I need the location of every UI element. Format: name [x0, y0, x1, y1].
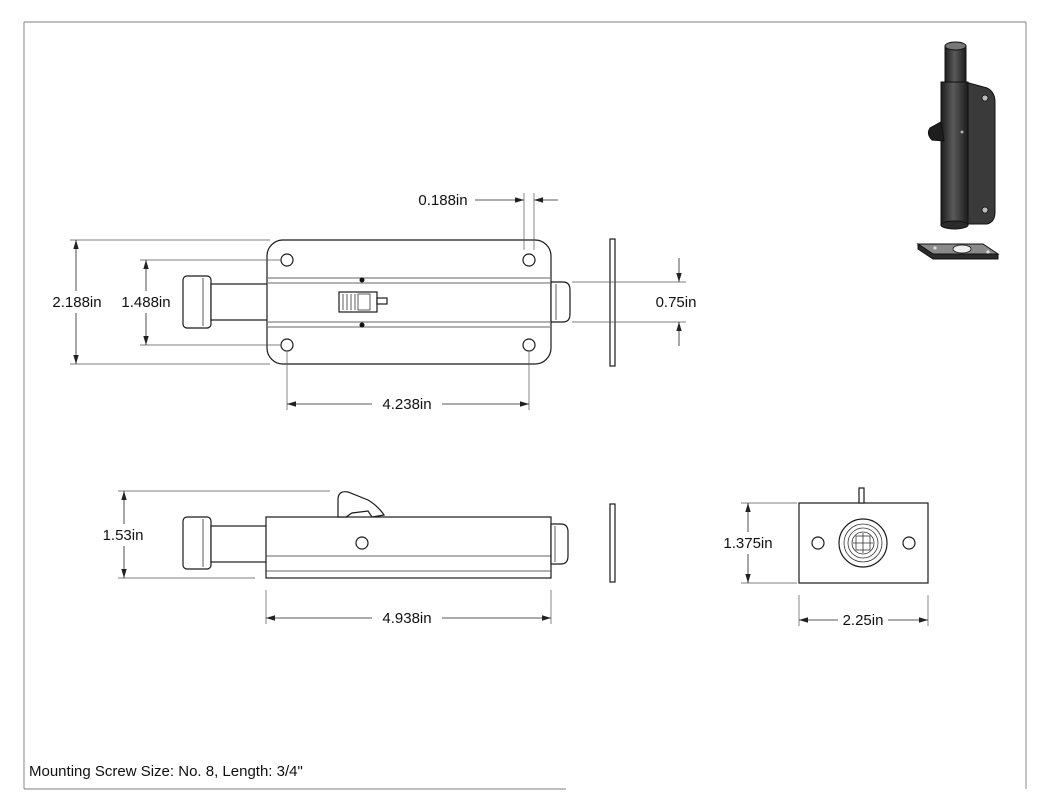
sheet-border	[23, 21, 1027, 790]
dim-end-width: 2.25in	[843, 612, 884, 629]
dim-hole-spacing-vertical: 1.488in	[121, 294, 170, 311]
handle-top	[338, 291, 388, 313]
handle-stub-end	[858, 487, 865, 504]
top-view: 0.188in 2.188in 1.488in 0.75in 4.238in	[52, 192, 696, 413]
bolt-shaft-top	[210, 283, 270, 321]
dim-side-length: 4.938in	[382, 610, 431, 627]
bolt-tip-side	[550, 523, 569, 565]
strike-plate-side	[609, 503, 616, 583]
mount-hole-top-right	[522, 253, 536, 267]
iso-handle	[927, 121, 945, 142]
dim-hole-spacing-horizontal: 4.238in	[382, 396, 431, 413]
bolt-tip-top	[550, 281, 571, 323]
side-view: 1.53in 4.938in	[103, 490, 616, 627]
base-plate-top	[266, 239, 552, 365]
dim-overall-height: 2.188in	[52, 294, 101, 311]
mount-hole-bottom-right	[522, 338, 536, 352]
strike-plate-top	[609, 238, 616, 367]
bolt-body-side	[265, 516, 552, 579]
dim-end-height: 1.375in	[723, 535, 772, 552]
end-view: 1.375in 2.25in	[723, 487, 929, 629]
mount-hole-bottom-left	[280, 338, 294, 352]
mount-hole-top-left	[280, 253, 294, 267]
bolt-hole-side	[355, 536, 369, 550]
knob-top	[182, 275, 212, 329]
knob-side	[182, 516, 212, 570]
bolt-shaft-side	[210, 525, 269, 563]
mounting-screw-note: Mounting Screw Size: No. 8, Length: 3/4"	[29, 763, 303, 780]
dim-side-height: 1.53in	[103, 527, 144, 544]
dim-hole-offset: 0.188in	[418, 192, 467, 209]
isometric-view	[916, 41, 1000, 260]
dim-bolt-diameter: 0.75in	[656, 294, 697, 311]
end-hole-right	[902, 536, 916, 550]
end-hole-left	[811, 536, 825, 550]
handle-lever-side	[337, 491, 386, 518]
